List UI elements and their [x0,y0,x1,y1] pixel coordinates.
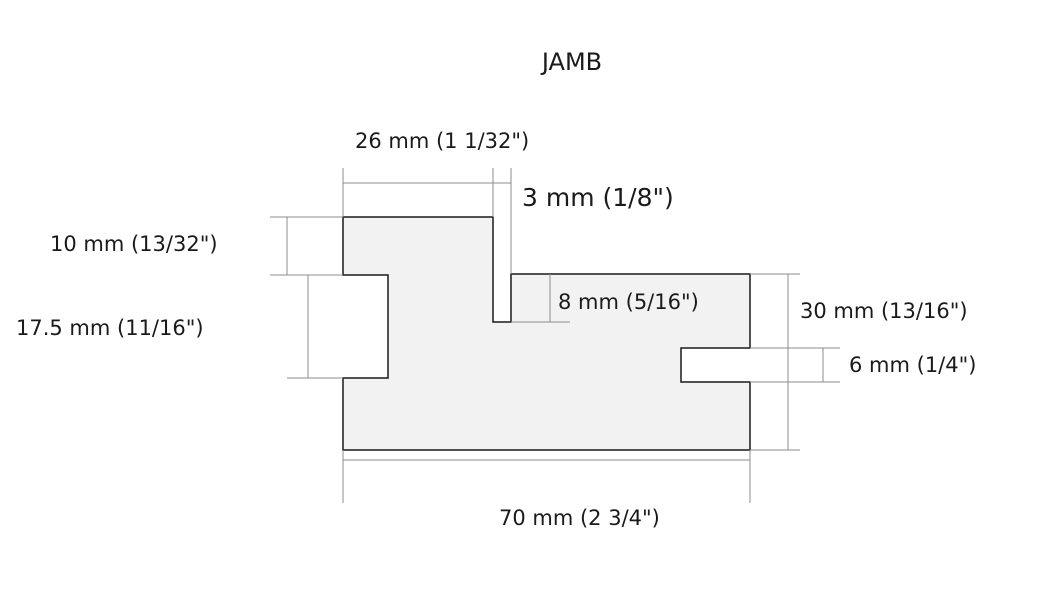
jamb-profile-shape [342,216,751,451]
diagram-title: JAMB [540,48,602,76]
right-height-label: 30 mm (13/16") [800,299,968,323]
slot-width-label: 3 mm (1/8") [522,183,674,212]
top-width-label: 26 mm (1 1/32") [355,129,529,153]
left-notch-height-label: 17.5 mm (11/16") [16,316,204,340]
slot-depth-label: 8 mm (5/16") [558,290,699,314]
extension-lines [270,168,840,503]
top-left-height-label: 10 mm (13/32") [50,232,218,256]
bottom-width-label: 70 mm (2 3/4") [499,506,660,530]
right-notch-height-label: 6 mm (1/4") [849,353,976,377]
